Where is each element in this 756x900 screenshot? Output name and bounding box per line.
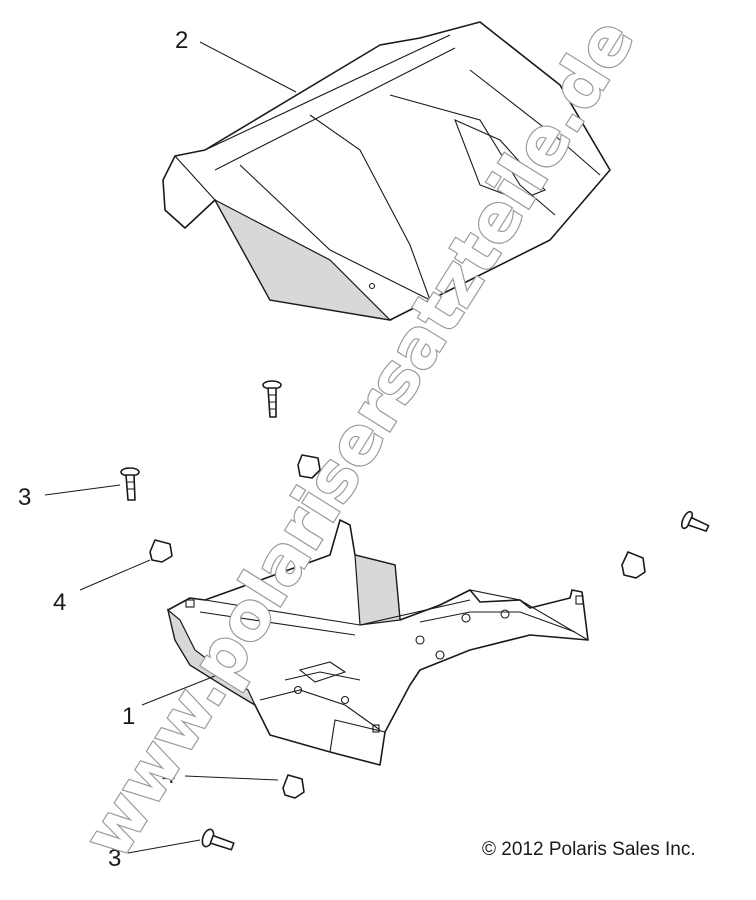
- upper-cover-part: [162, 21, 611, 321]
- callout-1: 1: [122, 703, 135, 730]
- callout-4-upper: 4: [53, 589, 66, 616]
- screw-icon: [262, 380, 282, 418]
- screw-icon: [680, 510, 710, 532]
- screw-icon: [201, 828, 235, 851]
- leader-lines: [44, 41, 297, 854]
- callout-4-lower: 4: [162, 762, 175, 789]
- screw-icon: [120, 467, 140, 501]
- copyright-notice: © 2012 Polaris Sales Inc.: [482, 839, 696, 860]
- callout-2: 2: [175, 27, 188, 54]
- clip-nut-icon: [149, 454, 646, 799]
- callout-3-lower: 3: [108, 845, 121, 872]
- callout-3-upper: 3: [18, 484, 31, 511]
- lower-bracket-part: [167, 519, 589, 766]
